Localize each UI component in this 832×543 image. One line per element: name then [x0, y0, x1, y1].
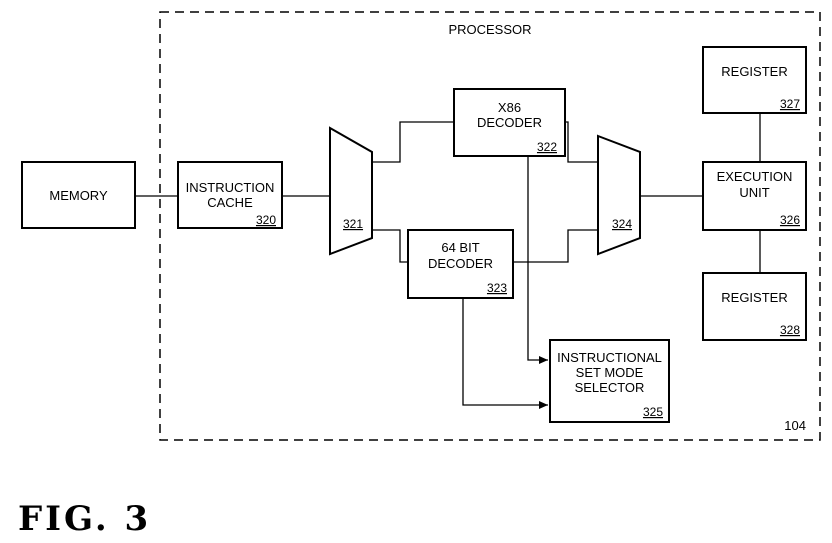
svg-text:MEMORY: MEMORY [49, 188, 108, 203]
svg-text:CACHE: CACHE [207, 195, 253, 210]
x86-decoder-block: X86 DECODER 322 [453, 88, 566, 157]
connection-wires [135, 113, 761, 409]
svg-text:SET MODE: SET MODE [576, 365, 644, 380]
svg-text:X86: X86 [498, 100, 521, 115]
figure-label: FIG. 3 [18, 499, 151, 539]
svg-text:320: 320 [256, 213, 276, 227]
processor-label: PROCESSOR [448, 22, 531, 37]
instruction-cache-block: INSTRUCTION CACHE 320 [177, 161, 283, 229]
svg-text:324: 324 [612, 217, 632, 231]
svg-text:322: 322 [537, 140, 557, 154]
svg-text:DECODER: DECODER [477, 115, 542, 130]
multiplexer-324: 324 [597, 134, 641, 256]
svg-text:327: 327 [780, 97, 800, 111]
svg-text:REGISTER: REGISTER [721, 64, 787, 79]
svg-text:64 BIT: 64 BIT [441, 240, 479, 255]
processor-ref: 104 [784, 418, 806, 433]
svg-text:INSTRUCTIONAL: INSTRUCTIONAL [557, 350, 662, 365]
svg-text:323: 323 [487, 281, 507, 295]
execution-unit-block: EXECUTION UNIT 326 [702, 161, 807, 231]
register-327-block: REGISTER 327 [702, 46, 807, 114]
svg-text:REGISTER: REGISTER [721, 290, 787, 305]
64bit-decoder-block: 64 BIT DECODER 323 [407, 229, 514, 299]
svg-text:DECODER: DECODER [428, 256, 493, 271]
svg-text:326: 326 [780, 213, 800, 227]
svg-text:321: 321 [343, 217, 363, 231]
multiplexer-321: 321 [329, 126, 373, 256]
svg-text:UNIT: UNIT [739, 185, 769, 200]
mode-selector-block: INSTRUCTIONAL SET MODE SELECTOR 325 [549, 339, 670, 423]
svg-text:EXECUTION: EXECUTION [717, 169, 793, 184]
svg-text:INSTRUCTION: INSTRUCTION [186, 180, 275, 195]
processor-boundary [159, 11, 821, 441]
register-328-block: REGISTER 328 [702, 272, 807, 341]
memory-block: MEMORY [21, 161, 136, 229]
svg-text:SELECTOR: SELECTOR [575, 380, 645, 395]
svg-text:325: 325 [643, 405, 663, 419]
svg-text:328: 328 [780, 323, 800, 337]
